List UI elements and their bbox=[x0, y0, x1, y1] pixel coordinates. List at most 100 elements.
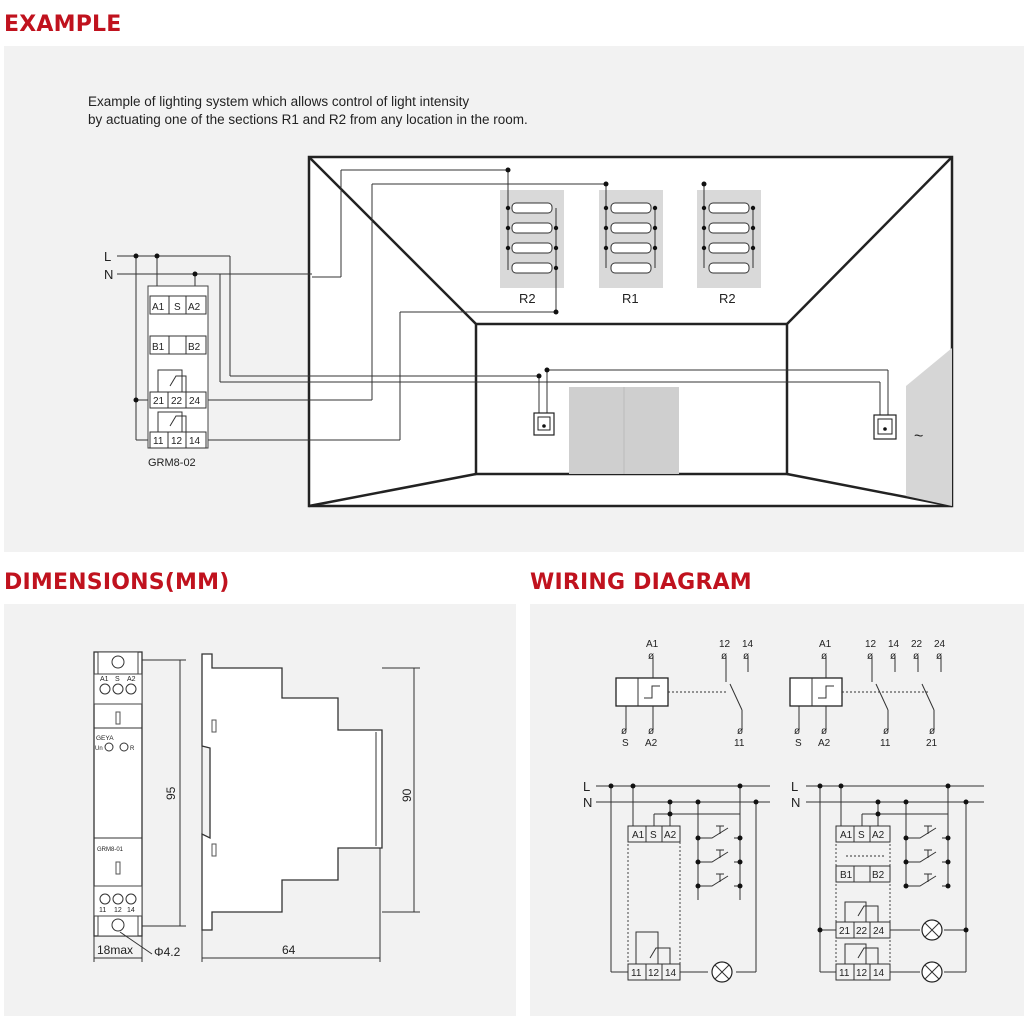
svg-text:ø: ø bbox=[913, 651, 919, 662]
sym2-24: 24 bbox=[934, 639, 946, 650]
wl-n: N bbox=[583, 795, 592, 810]
svg-text:ø: ø bbox=[867, 651, 873, 662]
sym2-21: 21 bbox=[926, 738, 938, 749]
dim-brand: GEYA bbox=[96, 735, 114, 742]
dim-led-un: Un bbox=[95, 746, 103, 752]
sym2-s: S bbox=[795, 738, 802, 749]
wr-a1: A1 bbox=[840, 830, 853, 841]
side-wall bbox=[906, 348, 952, 506]
example-heading: EXAMPLE bbox=[4, 12, 122, 37]
wl-a2: A2 bbox=[664, 830, 677, 841]
wl-a1: A1 bbox=[632, 830, 645, 841]
lamp-group-r1: R1 bbox=[599, 184, 663, 306]
wr-22: 22 bbox=[856, 926, 868, 937]
wr-21: 21 bbox=[839, 926, 851, 937]
sym2-22: 22 bbox=[911, 639, 923, 650]
wr-n: N bbox=[791, 795, 800, 810]
svg-text:ø: ø bbox=[794, 726, 800, 737]
side-view bbox=[201, 653, 383, 931]
dim-hole-label: Φ4.2 bbox=[154, 945, 181, 959]
sym2-a1: A1 bbox=[819, 639, 832, 650]
dim-90 bbox=[382, 667, 420, 913]
svg-text:ø: ø bbox=[821, 726, 827, 737]
wall-symbol: ~ bbox=[914, 428, 923, 445]
dim-18-label: 18max bbox=[97, 943, 133, 957]
ex-term-22: 22 bbox=[171, 396, 183, 407]
wr-s: S bbox=[858, 830, 865, 841]
dim-model: GRM8-01 bbox=[97, 847, 124, 853]
lamp-label-2: R1 bbox=[622, 291, 639, 306]
lamp-group-r2-left: R2 bbox=[500, 170, 564, 312]
sym2-12: 12 bbox=[865, 639, 877, 650]
wiring-double: L N bbox=[791, 779, 984, 983]
wr-b2: B2 bbox=[872, 870, 885, 881]
dim-term-a2: A2 bbox=[127, 676, 136, 683]
dim-64-label: 64 bbox=[282, 943, 296, 957]
relay-model: GRM8-02 bbox=[148, 457, 196, 469]
svg-text:ø: ø bbox=[821, 651, 827, 662]
svg-text:ø: ø bbox=[648, 726, 654, 737]
svg-text:ø: ø bbox=[929, 726, 935, 737]
room-drawing: ~ bbox=[307, 155, 954, 508]
caption-line-2: by actuating one of the sections R1 and … bbox=[88, 112, 528, 127]
line-l-label: L bbox=[104, 249, 111, 264]
dim-term-11: 11 bbox=[99, 907, 106, 914]
svg-text:ø: ø bbox=[737, 726, 743, 737]
wl-14: 14 bbox=[665, 968, 677, 979]
wiring-single: L N bbox=[583, 779, 770, 983]
wr-14: 14 bbox=[873, 968, 885, 979]
wr-b1: B1 bbox=[840, 870, 853, 881]
example-junctions bbox=[133, 167, 707, 403]
sym1-a1: A1 bbox=[646, 639, 659, 650]
wr-a2: A2 bbox=[872, 830, 885, 841]
wl-12: 12 bbox=[648, 968, 660, 979]
svg-text:ø: ø bbox=[883, 726, 889, 737]
wr-l: L bbox=[791, 779, 798, 794]
ex-term-14: 14 bbox=[189, 436, 201, 447]
ex-term-a2: A2 bbox=[188, 302, 201, 313]
wr-24: 24 bbox=[873, 926, 885, 937]
svg-text:ø: ø bbox=[648, 651, 654, 662]
ex-term-21: 21 bbox=[153, 396, 165, 407]
caption-line-1: Example of lighting system which allows … bbox=[88, 94, 469, 109]
svg-text:ø: ø bbox=[721, 651, 727, 662]
dim-64 bbox=[201, 848, 381, 962]
wl-11: 11 bbox=[631, 968, 642, 979]
dim-95 bbox=[142, 659, 186, 927]
wr-11: 11 bbox=[839, 968, 850, 979]
sym1-12: 12 bbox=[719, 639, 731, 650]
sym2-11: 11 bbox=[880, 738, 891, 749]
dim-90-label: 90 bbox=[400, 788, 414, 802]
ex-term-24: 24 bbox=[189, 396, 201, 407]
dimension-drawing: A1 S A2 GEYA Un R GRM8-01 11 12 14 95 18… bbox=[93, 651, 420, 962]
wl-l: L bbox=[583, 779, 590, 794]
dim-term-12: 12 bbox=[114, 907, 122, 914]
svg-text:ø: ø bbox=[936, 651, 942, 662]
ex-term-b2: B2 bbox=[188, 342, 201, 353]
line-n-label: N bbox=[104, 267, 113, 282]
switch-left bbox=[533, 412, 555, 436]
lamp-group-r2-right: R2 bbox=[697, 190, 761, 306]
wl-s: S bbox=[650, 830, 657, 841]
ex-term-11: 11 bbox=[153, 436, 164, 447]
ex-term-12: 12 bbox=[171, 436, 183, 447]
ex-term-s: S bbox=[174, 302, 181, 313]
dimensions-heading: DIMENSIONS(MM) bbox=[4, 570, 230, 595]
wiring-heading: WIRING DIAGRAM bbox=[530, 570, 752, 595]
dim-led-r: R bbox=[130, 746, 135, 752]
sym1-s: S bbox=[622, 738, 629, 749]
switch-right bbox=[873, 414, 897, 440]
dim-18 bbox=[93, 931, 153, 962]
dim-term-a1: A1 bbox=[100, 676, 109, 683]
sym1-a2: A2 bbox=[645, 738, 658, 749]
svg-text:ø: ø bbox=[621, 726, 627, 737]
dim-95-label: 95 bbox=[164, 786, 178, 800]
example-wiring bbox=[117, 169, 889, 441]
dim-term-14: 14 bbox=[127, 907, 135, 914]
svg-text:ø: ø bbox=[890, 651, 896, 662]
ex-term-a1: A1 bbox=[152, 302, 165, 313]
sym1-11: 11 bbox=[734, 738, 745, 749]
sym2-14: 14 bbox=[888, 639, 900, 650]
